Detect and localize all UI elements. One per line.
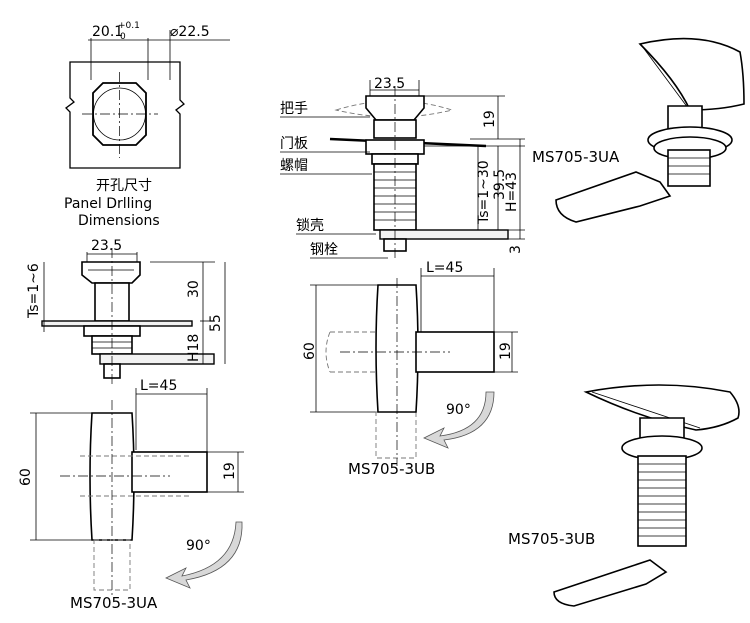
- cutout-tol-lower: 0: [120, 32, 126, 42]
- ub-side-ts-range: Ts=1~30: [476, 160, 492, 225]
- ub-side-dim-39-5: 39.5: [492, 169, 508, 200]
- ub-top-height: 19: [498, 342, 514, 360]
- ub-top-length: L=45: [426, 260, 463, 276]
- ua-top-width: 60: [18, 468, 34, 486]
- ua-side-view: 23.5 30 55 H18 Ts=1~6: [26, 238, 226, 385]
- ub-model-label: MS705-3UB: [348, 460, 435, 478]
- ub-label-bolt: 钢栓: [310, 242, 338, 258]
- panel-cutout-view: 20.1 +0.1 0 ⌀22.5 开孔尺寸 Panel Drlling Dim…: [64, 21, 230, 229]
- ub-label-door: 门板: [280, 136, 308, 152]
- ua-side-top-width: 23.5: [91, 238, 122, 254]
- product-label-ua: MS705-3UA: [532, 148, 620, 166]
- ua-top-length: L=45: [140, 378, 177, 394]
- ub-top-angle: 90°: [446, 402, 471, 418]
- ub-side-dim-3: 3: [508, 245, 524, 254]
- product-image-ua: MS705-3UA: [532, 37, 745, 223]
- ub-side-dim-19: 19: [482, 110, 498, 128]
- ua-top-angle: 90°: [186, 538, 211, 554]
- ua-top-view: L=45 60 19 90° MS705-3UA: [18, 378, 244, 612]
- cutout-tol-upper: +0.1: [118, 21, 140, 31]
- ua-side-dim-h18: H18: [186, 334, 202, 362]
- ub-label-housing: 锁壳: [296, 217, 324, 234]
- ub-top-view: L=45 60 19 90° MS705-3UB: [302, 260, 518, 478]
- cutout-caption-cn: 开孔尺寸: [96, 178, 152, 194]
- ua-model-label: MS705-3UA: [70, 594, 158, 612]
- product-image-ub: MS705-3UB: [508, 384, 740, 607]
- ua-side-dim-55: 55: [208, 314, 224, 332]
- cutout-caption-en-2: Dimensions: [78, 213, 160, 229]
- ua-side-dim-30: 30: [186, 280, 202, 298]
- product-label-ub: MS705-3UB: [508, 530, 595, 548]
- ub-side-view: 23.5 把手 门板 螺帽 锁壳 钢栓: [280, 76, 525, 259]
- ub-label-handle: 把手: [280, 101, 308, 117]
- ub-label-nut: 螺帽: [280, 158, 308, 174]
- cutout-caption-en-1: Panel Drlling: [64, 196, 152, 212]
- ua-top-height: 19: [222, 462, 238, 480]
- cutout-diameter-dim: ⌀22.5: [170, 24, 210, 40]
- ua-side-ts-range: Ts=1~6: [26, 263, 42, 319]
- ub-side-dim-h43: H=43: [504, 172, 520, 212]
- ub-top-width: 60: [302, 342, 318, 360]
- ub-side-top-width: 23.5: [374, 76, 405, 92]
- cutout-width-dim: 20.1: [92, 24, 123, 40]
